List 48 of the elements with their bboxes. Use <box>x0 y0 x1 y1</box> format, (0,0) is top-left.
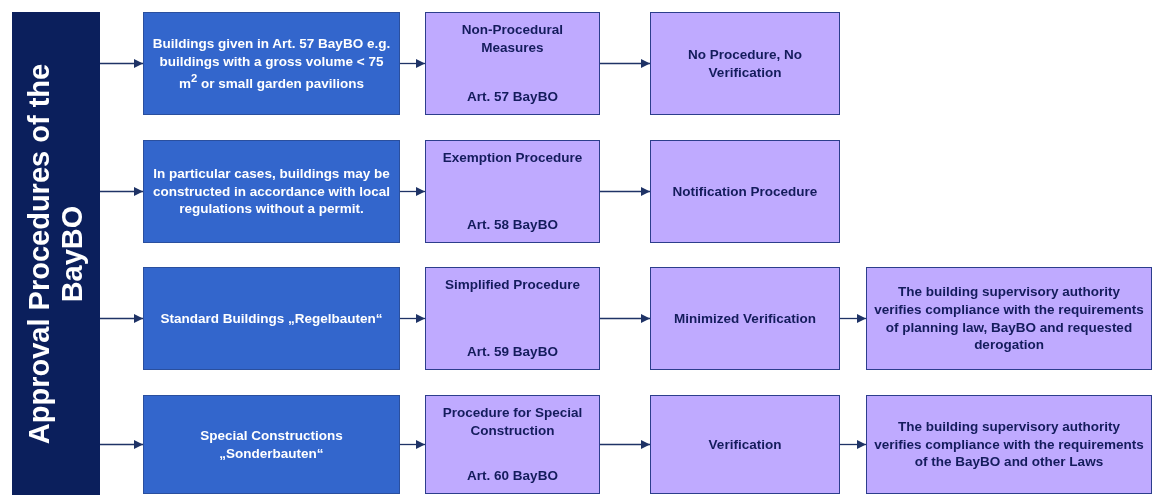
title-bar <box>12 12 100 495</box>
box-text: Buildings given in Art. 57 BayBO e.g. buildings with a gross volume < 75 m$^{2}$ or small garden pavilions <box>152 35 391 92</box>
article-reference: Art. 58 BayBO <box>467 216 558 234</box>
process-box <box>650 140 840 243</box>
process-box <box>650 12 840 115</box>
process-box <box>425 267 600 370</box>
arrow <box>599 59 651 68</box>
box-text: Special Constructions „Sonderbauten“ <box>199 426 344 463</box>
box-text: Exemption Procedure <box>442 149 583 167</box>
process-box <box>866 267 1152 370</box>
article-reference: Art. 59 BayBO <box>467 343 558 361</box>
box-text: Procedure for Special Construction <box>441 404 584 440</box>
article-reference: Art. 57 BayBO <box>467 88 558 106</box>
process-box <box>866 395 1152 494</box>
arrow <box>839 314 867 323</box>
box-text: The building supervisory authority verifies compliance with the requirements of the BayBO and other Laws <box>873 418 1145 471</box>
arrow <box>839 440 867 449</box>
box-text: In particular cases, buildings may be constructed in accordance with local regulations without a permit. <box>152 165 391 218</box>
arrow <box>399 187 426 196</box>
box-text: Minimized Verification <box>674 309 816 328</box>
vertical-title: Approval Procedures of the BayBO <box>22 62 89 446</box>
arrow <box>599 440 651 449</box>
arrow <box>99 59 144 68</box>
category-box <box>143 395 400 494</box>
arrow <box>399 440 426 449</box>
category-box <box>143 140 400 243</box>
process-box <box>650 395 840 494</box>
box-text: Standard Buildings „Regelbauten“ <box>160 309 383 328</box>
process-box <box>425 12 600 115</box>
process-box <box>425 395 600 494</box>
arrow <box>99 187 144 196</box>
box-text: The building supervisory authority verifies compliance with the requirements of planning law, BayBO and requested derogation <box>873 283 1145 354</box>
arrow <box>99 314 144 323</box>
arrow <box>599 314 651 323</box>
process-box <box>425 140 600 243</box>
box-text: Simplified Procedure <box>444 276 580 294</box>
article-reference: Art. 60 BayBO <box>467 467 558 485</box>
box-text: Verification <box>708 435 782 454</box>
process-box <box>650 267 840 370</box>
box-text: No Procedure, No Verification <box>687 45 803 82</box>
box-text: Non-Procedural Measures <box>460 21 565 57</box>
box-text: Notification Procedure <box>672 182 818 201</box>
arrow <box>399 314 426 323</box>
arrow <box>99 440 144 449</box>
arrow <box>399 59 426 68</box>
category-box <box>143 267 400 370</box>
arrow <box>599 187 651 196</box>
category-box <box>143 12 400 115</box>
